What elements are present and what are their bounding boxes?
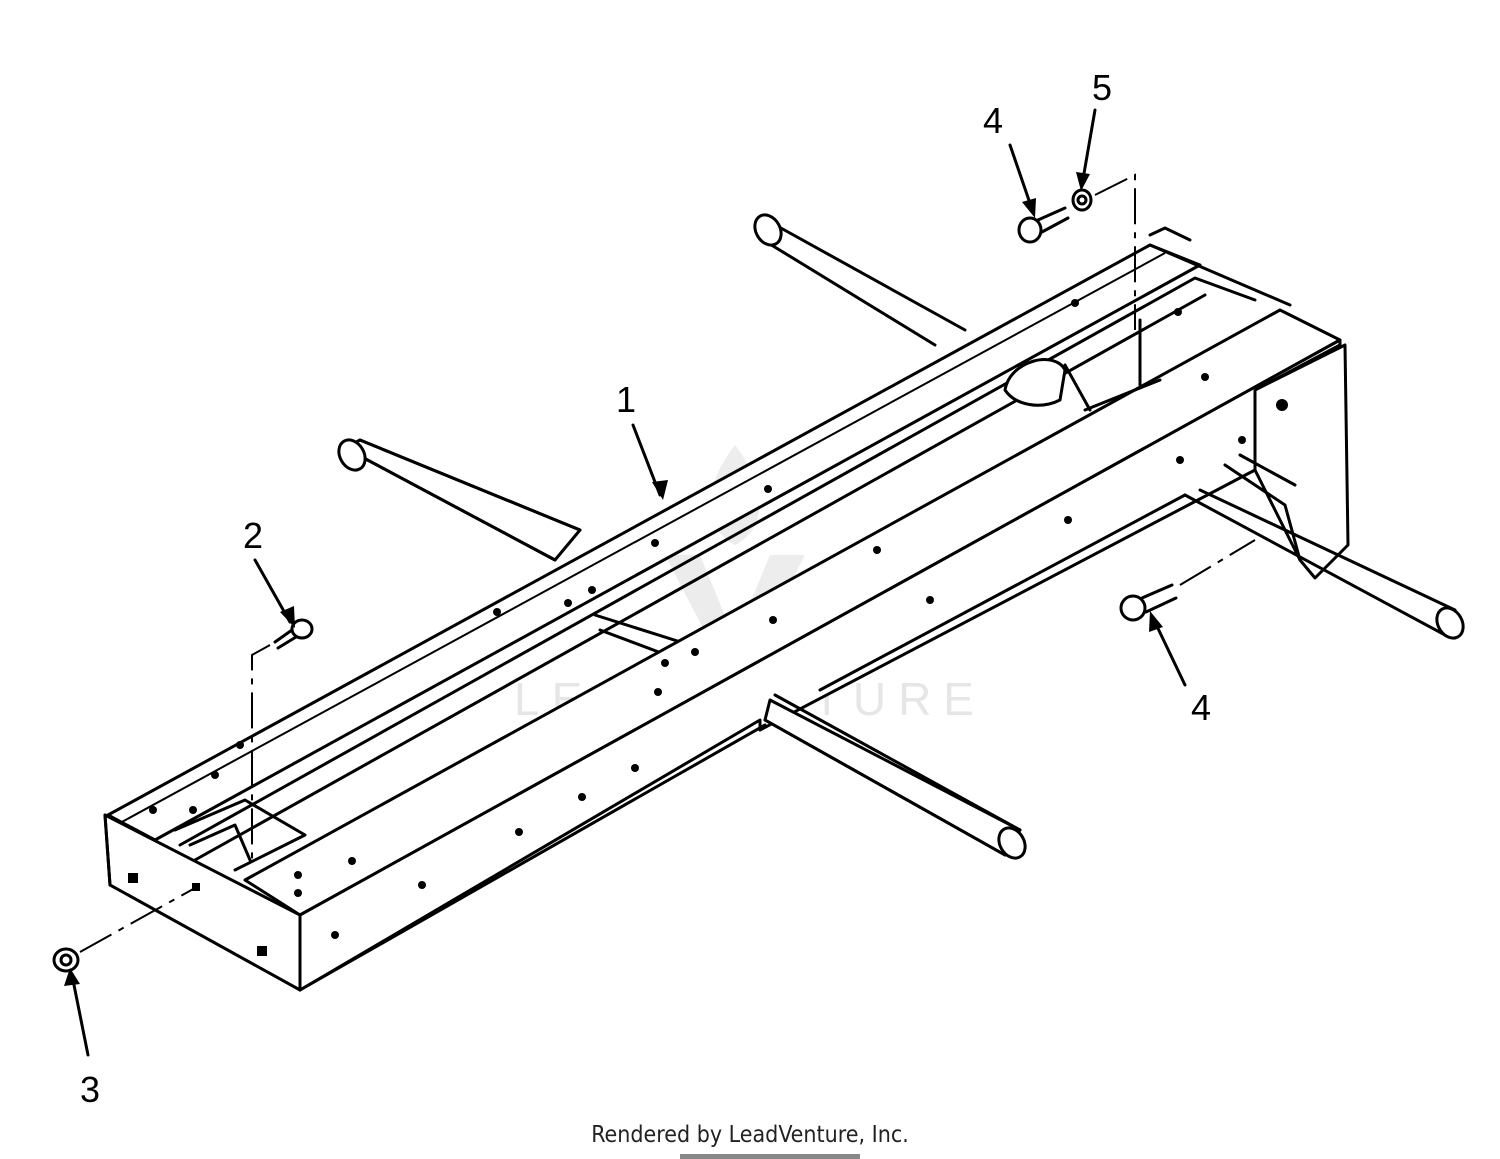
bolt-part-4-bottom <box>1119 539 1256 622</box>
washer-part-5 <box>1071 173 1136 330</box>
callout-5: 5 <box>1092 67 1112 108</box>
frame-end-bracket-right <box>1223 343 1350 580</box>
callout-labels: 1 2 3 4 4 5 <box>80 67 1211 1110</box>
callout-3: 3 <box>80 1069 100 1110</box>
cross-tube-front-left <box>763 693 1027 860</box>
screw-part-2 <box>251 618 314 860</box>
callout-4-top: 4 <box>983 100 1003 141</box>
cross-tube-front-right <box>1183 488 1465 640</box>
leader-lines <box>64 108 1187 1057</box>
mounting-holes <box>149 299 1246 939</box>
cross-tube-rear-left <box>337 438 692 662</box>
nut-part-3 <box>52 887 196 973</box>
callout-1: 1 <box>616 379 636 420</box>
cross-tube-rear-right <box>753 213 967 347</box>
frame-rail-rear <box>1003 226 1292 412</box>
bolt-part-4-top <box>1017 206 1070 244</box>
frame-end-plate <box>103 798 307 992</box>
callout-4-bottom: 4 <box>1191 687 1211 728</box>
footer-credit: Rendered by LeadVenture, Inc. <box>591 1122 909 1148</box>
footer-logo-strip <box>680 1154 860 1159</box>
callout-2: 2 <box>243 515 263 556</box>
